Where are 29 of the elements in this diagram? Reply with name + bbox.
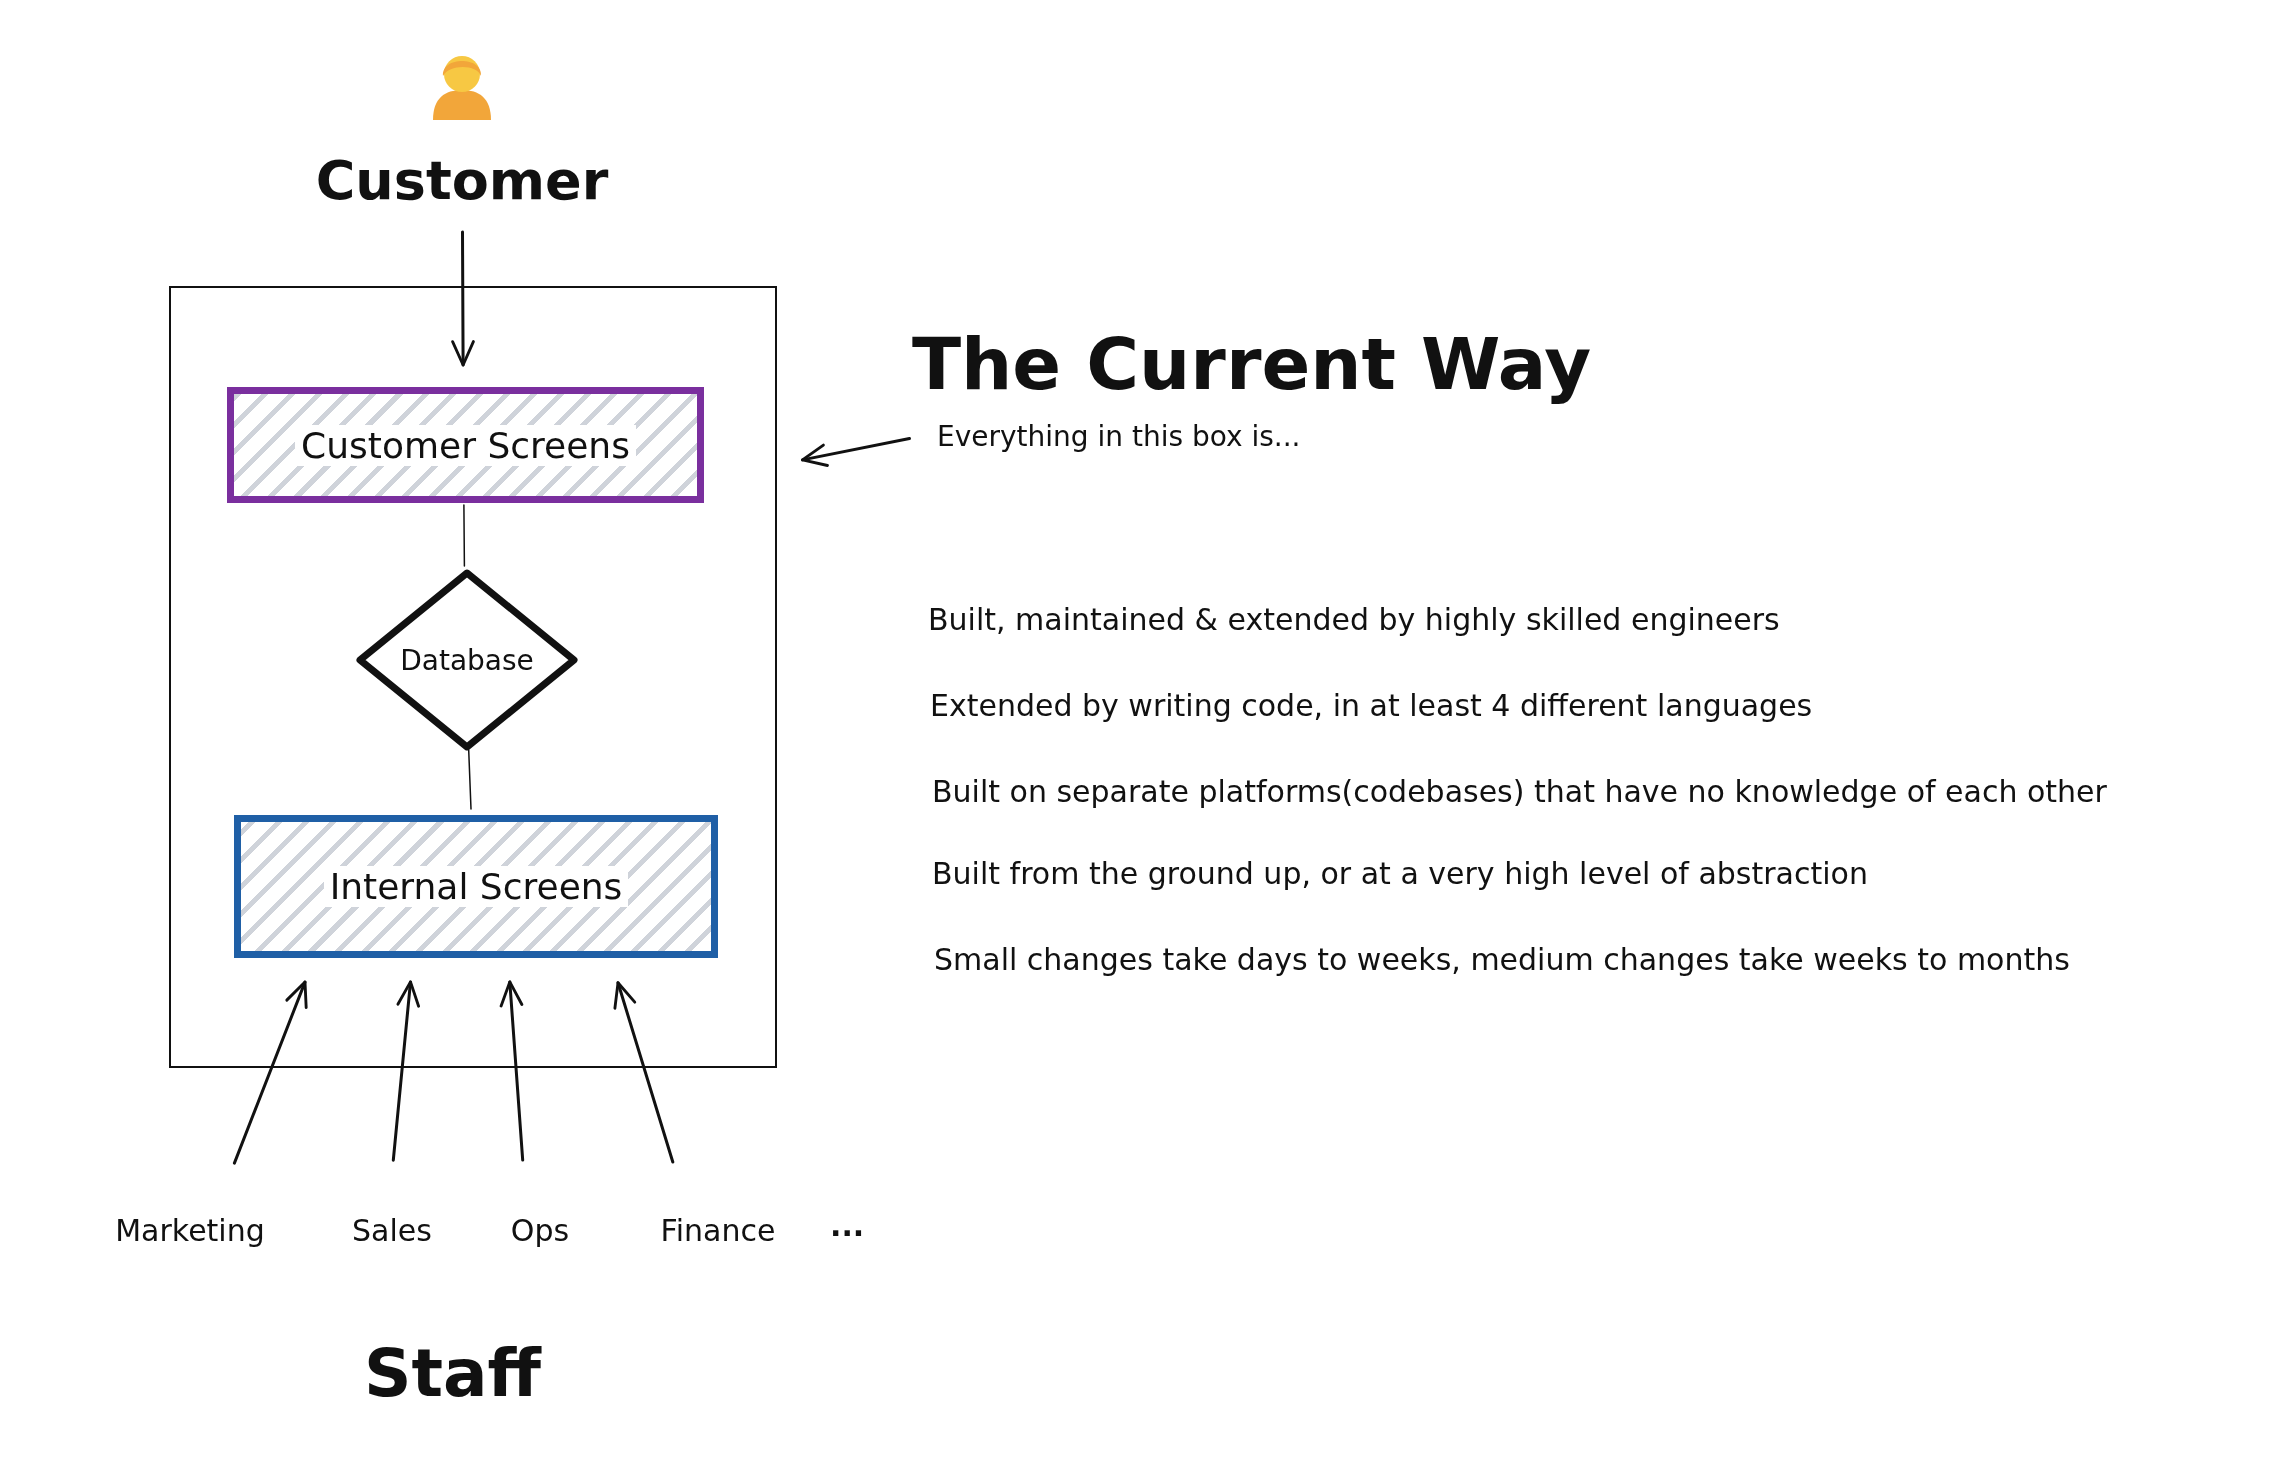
bullet-note: Small changes take days to weeks, medium changes take weeks to months [934, 942, 2070, 977]
arrow [451, 230, 475, 367]
diamond-label: Database [400, 643, 534, 677]
arrow [232, 980, 308, 1165]
staff-role-label: Marketing [110, 1205, 270, 1255]
bullet-note: Built, maintained & extended by highly skilled engineers [928, 602, 1780, 637]
screen-box [227, 387, 704, 503]
staff-role-label: Finance [648, 1205, 788, 1255]
staff-role-label: Ops [490, 1205, 590, 1255]
screen-box [234, 815, 718, 958]
decision-diamond [355, 568, 579, 752]
box-label: Internal Screens [323, 866, 629, 907]
arrow [391, 980, 421, 1162]
connector-line [467, 749, 472, 810]
system-boundary-box [169, 286, 777, 1068]
group-heading: Staff [364, 1335, 542, 1412]
box-label: Customer Screens [295, 424, 636, 466]
actor-label: Customer [314, 147, 610, 214]
connector-line [463, 504, 466, 567]
bullet-note: Built from the ground up, or at a very high level of abstraction [932, 856, 1868, 891]
arrow [613, 981, 675, 1164]
arrow [801, 437, 911, 467]
diagram-title: The Current Way [912, 322, 1592, 406]
note-text: Everything in this box is... [937, 416, 1377, 456]
arrow [499, 980, 525, 1162]
bullet-note: Built on separate platforms(codebases) that have no knowledge of each other [932, 774, 2107, 809]
staff-role-label: Sales [342, 1205, 442, 1255]
bullet-note: Extended by writing code, in at least 4 different languages [930, 688, 1813, 723]
ellipsis-label: ... [830, 1208, 865, 1243]
